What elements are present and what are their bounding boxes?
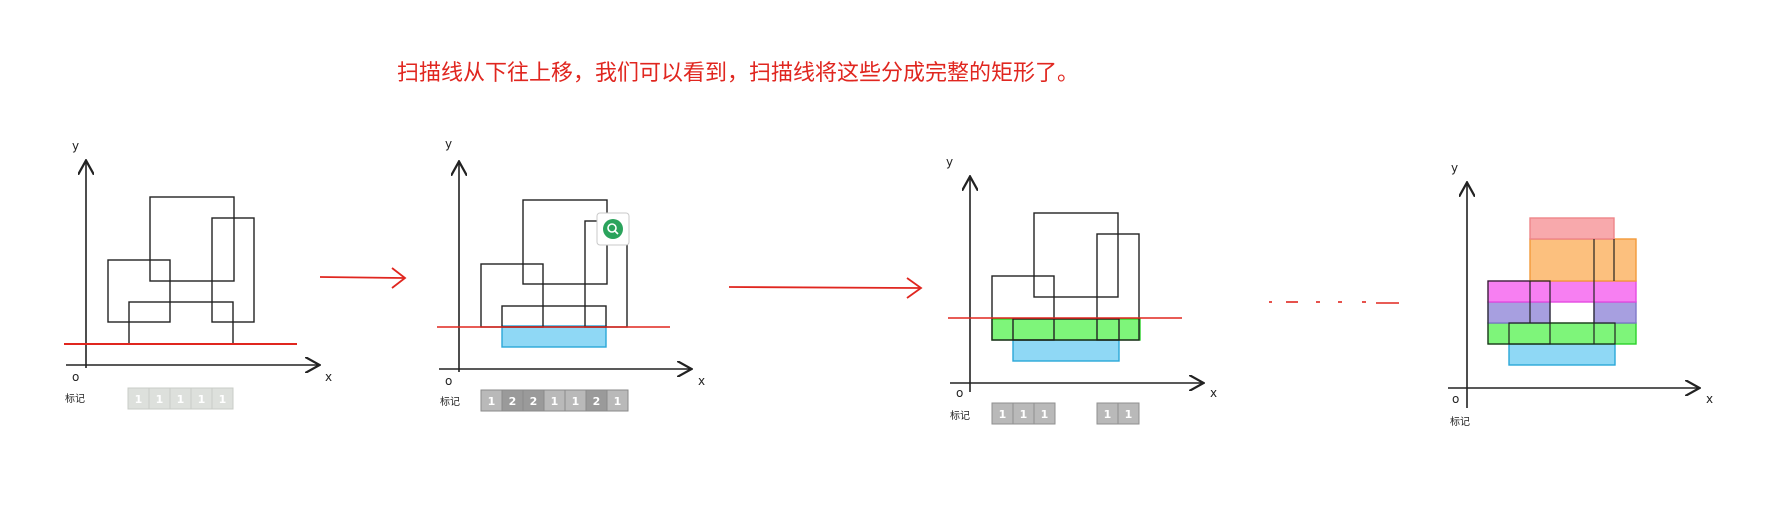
mark-cell <box>211 387 234 410</box>
rectangles <box>107 196 255 345</box>
mark-cell <box>1033 402 1056 425</box>
y-axis-label: y <box>1451 161 1458 175</box>
mark-cell-value: 1 <box>551 395 559 408</box>
mark-cell-value: 1 <box>572 395 580 408</box>
strip-purple-left <box>1487 301 1551 324</box>
rectangle <box>149 196 235 282</box>
mark-cell-value: 1 <box>135 393 143 406</box>
y-axis-label: y <box>72 139 79 153</box>
x-axis-label: x <box>325 370 332 384</box>
rectangle <box>480 263 544 328</box>
rectangles <box>991 212 1140 341</box>
y-axis-label: y <box>946 155 953 169</box>
mark-label: 标记 <box>440 396 460 408</box>
mark-cell-value: 2 <box>593 395 601 408</box>
strip-purple-right <box>1593 301 1637 324</box>
strip-magenta <box>1487 280 1637 303</box>
arrow-right <box>319 267 407 289</box>
arrow-right <box>728 277 923 299</box>
mark-cell <box>606 389 629 412</box>
continuation-dashes <box>1269 301 1399 304</box>
strip-blue <box>1508 343 1616 366</box>
mark-cell <box>1117 402 1140 425</box>
y-axis-label: y <box>445 137 452 151</box>
mark-cell-value: 2 <box>509 395 517 408</box>
mark-cell-value: 1 <box>156 393 164 406</box>
search-icon <box>603 219 623 239</box>
rectangle <box>522 199 608 285</box>
swept-region <box>1012 339 1120 362</box>
caption: 扫描线从下往上移，我们可以看到，扫描线将这些分成完整的矩形了。 <box>397 61 1080 86</box>
rectangle <box>128 301 234 345</box>
mark-cell-value: 1 <box>999 408 1007 421</box>
mark-cell-value: 2 <box>530 395 538 408</box>
rectangles <box>1487 239 1616 345</box>
mark-cell-value: 1 <box>177 393 185 406</box>
mark-cell-value: 1 <box>1104 408 1112 421</box>
rectangle <box>107 259 171 323</box>
strip-pink <box>1529 217 1615 240</box>
mark-cell-value: 1 <box>488 395 496 408</box>
origin-label: o <box>72 370 79 384</box>
mark-cell-value: 1 <box>198 393 206 406</box>
origin-label: o <box>1452 392 1459 406</box>
strip-orange <box>1529 238 1637 282</box>
mark-cell-value: 1 <box>1041 408 1049 421</box>
rectangle <box>1012 318 1120 341</box>
mark-label: 标记 <box>1450 416 1470 428</box>
mark-label: 标记 <box>950 410 970 422</box>
strip-green <box>1487 322 1637 345</box>
zoom-button[interactable] <box>596 212 630 246</box>
origin-label: o <box>956 386 963 400</box>
rectangle <box>1508 322 1616 345</box>
mark-cell-value: 1 <box>614 395 622 408</box>
swept-region <box>501 325 607 348</box>
panel-4: y x o 标记 <box>1448 161 1713 428</box>
mark-cell-value: 1 <box>1125 408 1133 421</box>
mark-cell-value: 1 <box>219 393 227 406</box>
mark-label: 标记 <box>65 393 85 405</box>
rectangle <box>1033 212 1119 298</box>
split-rectangles <box>1487 217 1637 366</box>
rectangle <box>501 305 607 328</box>
mark-cell-value: 1 <box>1020 408 1028 421</box>
x-axis-label: x <box>1210 386 1217 400</box>
x-axis-label: x <box>698 374 705 388</box>
x-axis-label: x <box>1706 392 1713 406</box>
origin-label: o <box>445 374 452 388</box>
swept-region <box>991 318 1141 341</box>
